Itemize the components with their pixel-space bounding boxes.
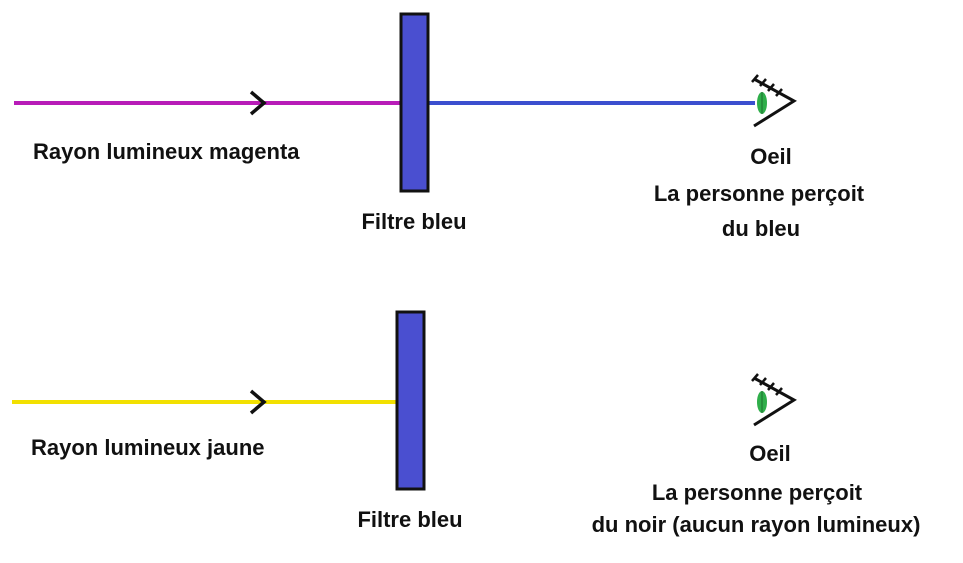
eye-icon: [751, 373, 797, 427]
direction-arrow-icon: [249, 90, 267, 116]
perception-text-line2: du bleu: [721, 216, 801, 241]
incoming-ray-label: Rayon lumineux jaune: [31, 435, 265, 460]
perception-text-line1: La personne perçoit: [653, 181, 865, 206]
blue-filter: [395, 310, 426, 491]
eye-icon: [751, 74, 797, 128]
incoming-ray-label: Rayon lumineux magenta: [33, 139, 300, 164]
blue-filter: [399, 12, 430, 193]
perception-text-line2: du noir (aucun rayon lumineux): [591, 512, 921, 537]
eye-label: Oeil: [749, 441, 791, 466]
perception-text-line1: La personne perçoit: [651, 480, 863, 505]
filter-label: Filtre bleu: [361, 209, 467, 234]
eye-label: Oeil: [750, 144, 792, 169]
filter-label: Filtre bleu: [357, 507, 463, 532]
direction-arrow-icon: [249, 389, 267, 415]
